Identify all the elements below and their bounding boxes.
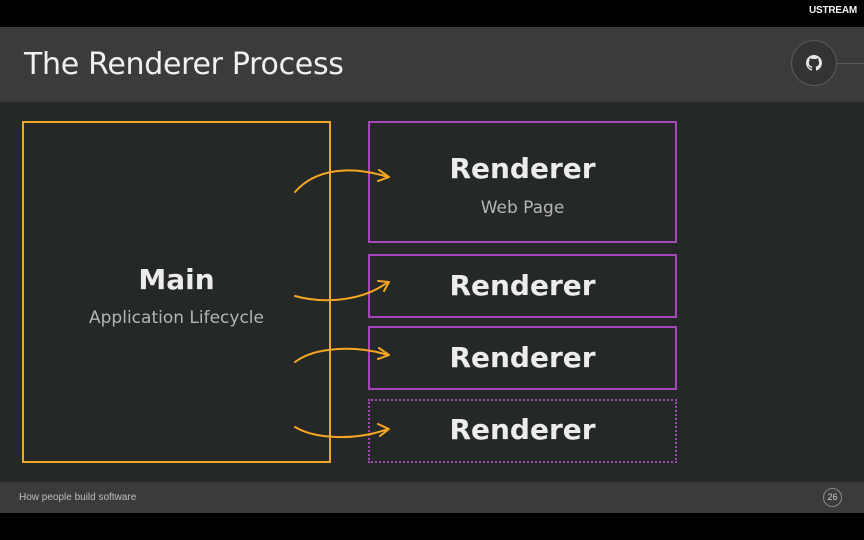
stream-bottom-bar: [0, 513, 864, 540]
title-band: The Renderer Process: [0, 27, 864, 102]
footer-tagline: How people build software: [19, 492, 137, 503]
arrow-to-renderer-2: [294, 280, 390, 302]
renderer-box-2: Renderer: [368, 254, 677, 318]
renderer-label: Renderer: [449, 152, 596, 185]
renderer-box-3: Renderer: [368, 326, 677, 390]
renderer-label: Renderer: [449, 413, 596, 446]
arrow-to-renderer-3: [294, 347, 390, 363]
arrow-to-renderer-4: [294, 423, 390, 438]
badge-connector-line: [837, 63, 864, 64]
slide: The Renderer Process Main Application Li…: [0, 27, 864, 513]
ustream-logo: USTREAM: [808, 5, 857, 16]
main-label: Main: [138, 263, 215, 296]
main-process-box: Main Application Lifecycle: [22, 121, 331, 463]
main-sublabel: Application Lifecycle: [89, 308, 264, 328]
renderer-box-4-dotted: Renderer: [368, 399, 677, 463]
renderer-box-1: Renderer Web Page: [368, 121, 677, 243]
slide-title: The Renderer Process: [24, 47, 344, 82]
stream-top-bar: USTREAM: [0, 0, 864, 27]
renderer-sublabel: Web Page: [480, 198, 565, 218]
renderer-label: Renderer: [449, 341, 596, 374]
renderer-label: Renderer: [449, 269, 596, 302]
github-icon: [806, 55, 822, 71]
arrow-to-renderer-1: [294, 169, 390, 193]
arrows-layer: [294, 169, 390, 438]
github-badge: [791, 40, 837, 86]
footer-band: How people build software 26: [0, 482, 864, 513]
page-number-badge: 26: [823, 488, 842, 507]
